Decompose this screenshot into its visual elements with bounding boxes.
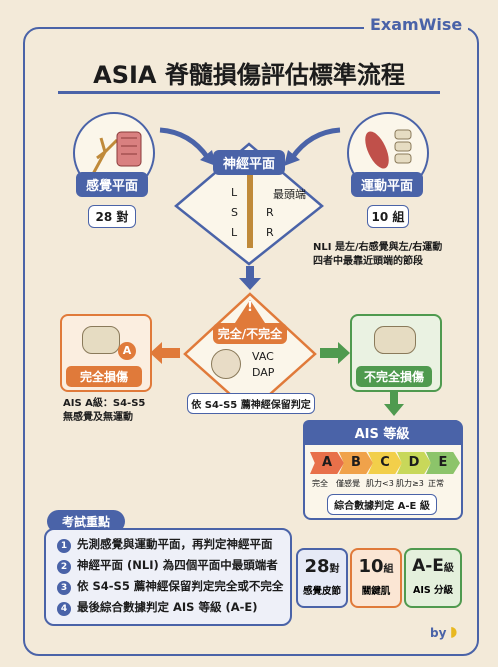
grade-c: C [368, 452, 402, 474]
warning-icon: ! [247, 300, 253, 315]
incomplete-label: 不完全損傷 [356, 366, 432, 387]
nli-row2-left: S [231, 206, 238, 219]
arrow-to-complete [150, 342, 180, 364]
complete-note-line1: AIS A級：S4-S5 [63, 398, 146, 409]
motor-label: 運動平面 [351, 172, 423, 197]
grade-e: E [426, 452, 460, 474]
nli-note-line2: 四者中最靠近頭端的節段 [313, 256, 423, 267]
page-border [23, 27, 479, 656]
spinal-cord-icon [211, 349, 241, 379]
nli-row1-left: L [231, 186, 238, 199]
vac-label: VAC [252, 350, 274, 363]
complete-label: 完全損傷 [66, 366, 142, 387]
decision-caption: 依 S4-S5 薦神經保留判定 [187, 393, 315, 414]
complete-note-line2: 無感覺及無運動 [63, 412, 133, 423]
grade-label-a: 完全 [312, 479, 328, 488]
nli-diamond [174, 142, 324, 266]
muscle-spine-icon [365, 129, 412, 169]
sensory-label: 感覺平面 [76, 172, 148, 197]
stat-key-muscles: 10組 關鍵肌 [350, 548, 402, 608]
grade-label-c: 肌力<3 [366, 479, 394, 488]
key-points-box [44, 528, 292, 626]
grade-b: B [339, 452, 373, 474]
cord-section-icon [82, 326, 120, 354]
flow-arrows-top [159, 127, 341, 166]
ais-title: AIS 等級 [303, 420, 461, 445]
nerve-icon [91, 131, 142, 175]
arrow-to-incomplete [320, 342, 350, 364]
sensory-count: 28 對 [88, 205, 136, 228]
grade-a-badge: A [118, 342, 136, 360]
down-arrow-1 [239, 266, 261, 290]
key-points-title: 考試重點 [47, 510, 125, 533]
banana-icon: ◗ [450, 624, 458, 640]
ais-caption: 綜合數據判定 A-E 級 [327, 494, 437, 515]
stat-ais-grades: A-E級 AIS 分級 [404, 548, 462, 608]
grade-d: D [397, 452, 431, 474]
footer-by: by [430, 626, 447, 640]
brand-logo: ExamWise [364, 15, 469, 34]
nli-row3-right: R [266, 226, 274, 239]
cord-section-partial-icon [374, 326, 416, 354]
title-underline [58, 91, 440, 94]
stat-dermatomes: 28對 感覺皮節 [296, 548, 348, 608]
nli-top-note: 最頭端 [273, 188, 306, 201]
nli-row2-right: R [266, 206, 274, 219]
grade-label-b: 僅感覺 [336, 479, 360, 488]
nli-label: 神經平面 [213, 150, 285, 175]
grade-label-d: 肌力≥3 [396, 479, 424, 488]
decision-label: 完全/不完全 [213, 323, 287, 344]
grade-label-e: 正常 [428, 479, 444, 488]
nli-note-line1: NLI 是左/右感覺與左/右運動 [313, 242, 443, 253]
motor-count: 10 組 [367, 205, 409, 228]
page-title: ASIA 脊髓損傷評估標準流程 [93, 61, 405, 89]
nli-row3-left: L [231, 226, 238, 239]
grade-a: A [310, 452, 344, 474]
down-arrow-green [384, 392, 404, 416]
dap-label: DAP [252, 366, 275, 379]
